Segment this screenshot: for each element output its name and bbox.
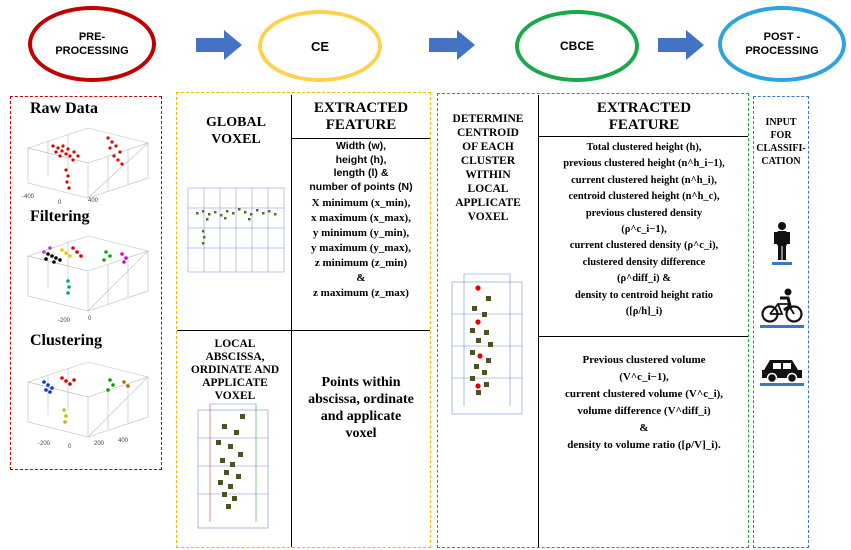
cbce-section-divider	[539, 336, 748, 337]
filtering-title: Filtering	[30, 208, 90, 225]
axis-tick: 400	[88, 198, 99, 204]
filtering-plot: -200 0	[26, 235, 150, 324]
axis-tick: 0	[58, 200, 62, 206]
global-voxel-plot	[187, 187, 285, 273]
cbce-header-divider	[539, 136, 748, 137]
ce-section-divider	[177, 330, 430, 331]
axis-tick: -200	[58, 318, 71, 324]
arrow-right-icon	[429, 30, 475, 60]
stage-preprocessing: PRE- PROCESSING	[28, 6, 156, 82]
cbce-volume-features: Previous clustered volume (V^c_i−1), cur…	[564, 354, 724, 451]
cbce-divider-vertical	[538, 95, 539, 547]
ce-extracted-feature-header: EXTRACTED FEATURE	[313, 100, 409, 133]
axis-tick: 200	[94, 441, 105, 447]
raw-data-plot: -400 0 400	[22, 127, 150, 206]
ce-header-divider	[292, 138, 430, 139]
cbce-panel	[437, 93, 749, 548]
centroid-voxel-plot	[451, 273, 523, 415]
axis-tick: 0	[88, 316, 92, 322]
cyclist-icon	[760, 288, 804, 328]
cbce-height-density-features: Total clustered height (h), previous clu…	[563, 142, 725, 318]
pedestrian-icon	[772, 222, 792, 265]
raw-data-title: Raw Data	[30, 100, 98, 117]
arrow-right-icon	[658, 30, 704, 60]
ce-global-features-dimensions: Width (w), height (h), length (l) & numb…	[309, 140, 413, 193]
clustering-title: Clustering	[30, 332, 102, 349]
ce-divider-vertical	[291, 95, 292, 547]
local-voxel-title: LOCAL ABSCISSA, ORDINATE AND APPLICATE V…	[190, 338, 280, 402]
axis-tick: 400	[118, 438, 129, 444]
stage-cbce: CBCE	[515, 10, 639, 82]
stage-preprocessing-label: PRE- PROCESSING	[55, 31, 129, 57]
stage-cbce-label: CBCE	[559, 39, 594, 53]
preprocessing-panel	[10, 96, 162, 470]
ce-global-features-minmax: X minimum (x_min), x maximum (x_max), y …	[311, 197, 411, 299]
cbce-extracted-feature-header: EXTRACTED FEATURE	[596, 100, 692, 133]
local-voxel-plot	[197, 403, 269, 529]
arrow-right-icon	[196, 30, 242, 60]
stage-ce: CE	[258, 10, 382, 82]
car-icon	[760, 360, 804, 386]
axis-tick: -200	[38, 441, 51, 447]
axis-tick: 0	[68, 444, 72, 450]
axis-tick: -400	[22, 194, 35, 200]
stage-ce-label: CE	[310, 38, 330, 54]
global-voxel-title: GLOBAL VOXEL	[206, 115, 266, 147]
classification-input-title: INPUT FOR CLASSIFI- CATION	[756, 117, 806, 167]
ce-local-features: Points within abscissa, ordinate and app…	[308, 375, 414, 441]
ce-panel	[176, 92, 431, 548]
determine-centroid-title: DETERMINE CENTROID OF EACH CLUSTER WITHI…	[452, 113, 524, 223]
postprocessing-panel	[753, 96, 809, 548]
clustering-plot: -200 0 200 400	[26, 361, 150, 450]
stage-postprocessing-label: POST - PROCESSING	[745, 31, 819, 57]
stage-postprocessing: POST - PROCESSING	[718, 6, 846, 82]
